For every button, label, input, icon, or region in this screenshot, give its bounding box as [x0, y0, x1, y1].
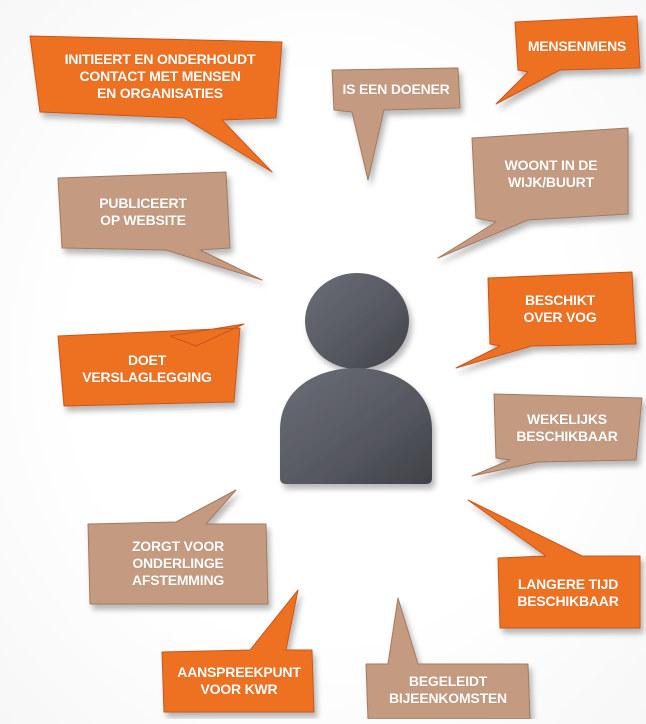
speech-bubble-shape-wijk — [437, 127, 629, 259]
bubble-label-begeleidt: BEGELEIDT BIJEENKOMSTEN — [389, 673, 507, 706]
speech-bubble-shape-contact — [29, 35, 283, 173]
person-silhouette-icon — [280, 273, 432, 484]
speech-bubble-shape-verslag — [57, 323, 245, 407]
speech-bubble-afstemming — [87, 489, 269, 605]
speech-bubble-shape-aanspreekpunt — [161, 589, 315, 713]
speech-bubble-website — [57, 171, 263, 281]
speech-bubble-shape-vog — [455, 271, 637, 369]
bubble-label-afstemming: ZORGT VOOR ONDERLINGE AFSTEMMING — [131, 537, 225, 588]
bubble-label-verslag: DOET VERSLAGLEGGING — [82, 352, 212, 385]
bubble-label-wekelijks: WEKELIJKS BESCHIKBAAR — [516, 411, 618, 444]
speech-bubble-shape-website — [57, 171, 263, 281]
speech-bubble-shape-mensenmens — [495, 15, 641, 105]
speech-bubble-doener — [331, 67, 461, 181]
bubble-label-mensenmens: MENSENMENS — [527, 37, 627, 54]
bubble-label-langere: LANGERE TIJD BESCHIKBAAR — [517, 576, 619, 609]
speech-bubble-shape-wekelijks — [471, 393, 643, 477]
speech-bubble-vog — [455, 271, 637, 369]
speech-bubble-langere — [467, 499, 641, 629]
speech-bubble-shape-langere — [467, 499, 641, 629]
speech-bubble-mensenmens — [495, 15, 641, 105]
speech-bubble-contact — [29, 35, 283, 173]
bubble-label-aanspreekpunt: AANSPREEKPUNT VOOR KWR — [177, 664, 301, 697]
bubble-label-website: PUBLICEERT OP WEBSITE — [99, 195, 187, 228]
speech-bubble-wijk — [437, 127, 629, 259]
bubble-label-doener: IS EEN DOENER — [342, 80, 450, 97]
bubble-label-wijk: WOONT IN DE WIJK/BUURT — [504, 157, 598, 190]
bubble-label-vog: BESCHIKT OVER VOG — [523, 292, 597, 325]
speech-bubble-shape-doener — [331, 67, 461, 181]
speech-bubble-verslag — [57, 323, 245, 407]
speech-bubble-shape-afstemming — [87, 489, 269, 605]
bubble-label-contact: INITIEERT EN ONDERHOUDT CONTACT MET MENS… — [64, 50, 256, 101]
speech-bubble-aanspreekpunt — [161, 589, 315, 713]
speech-bubble-wekelijks — [471, 393, 643, 477]
